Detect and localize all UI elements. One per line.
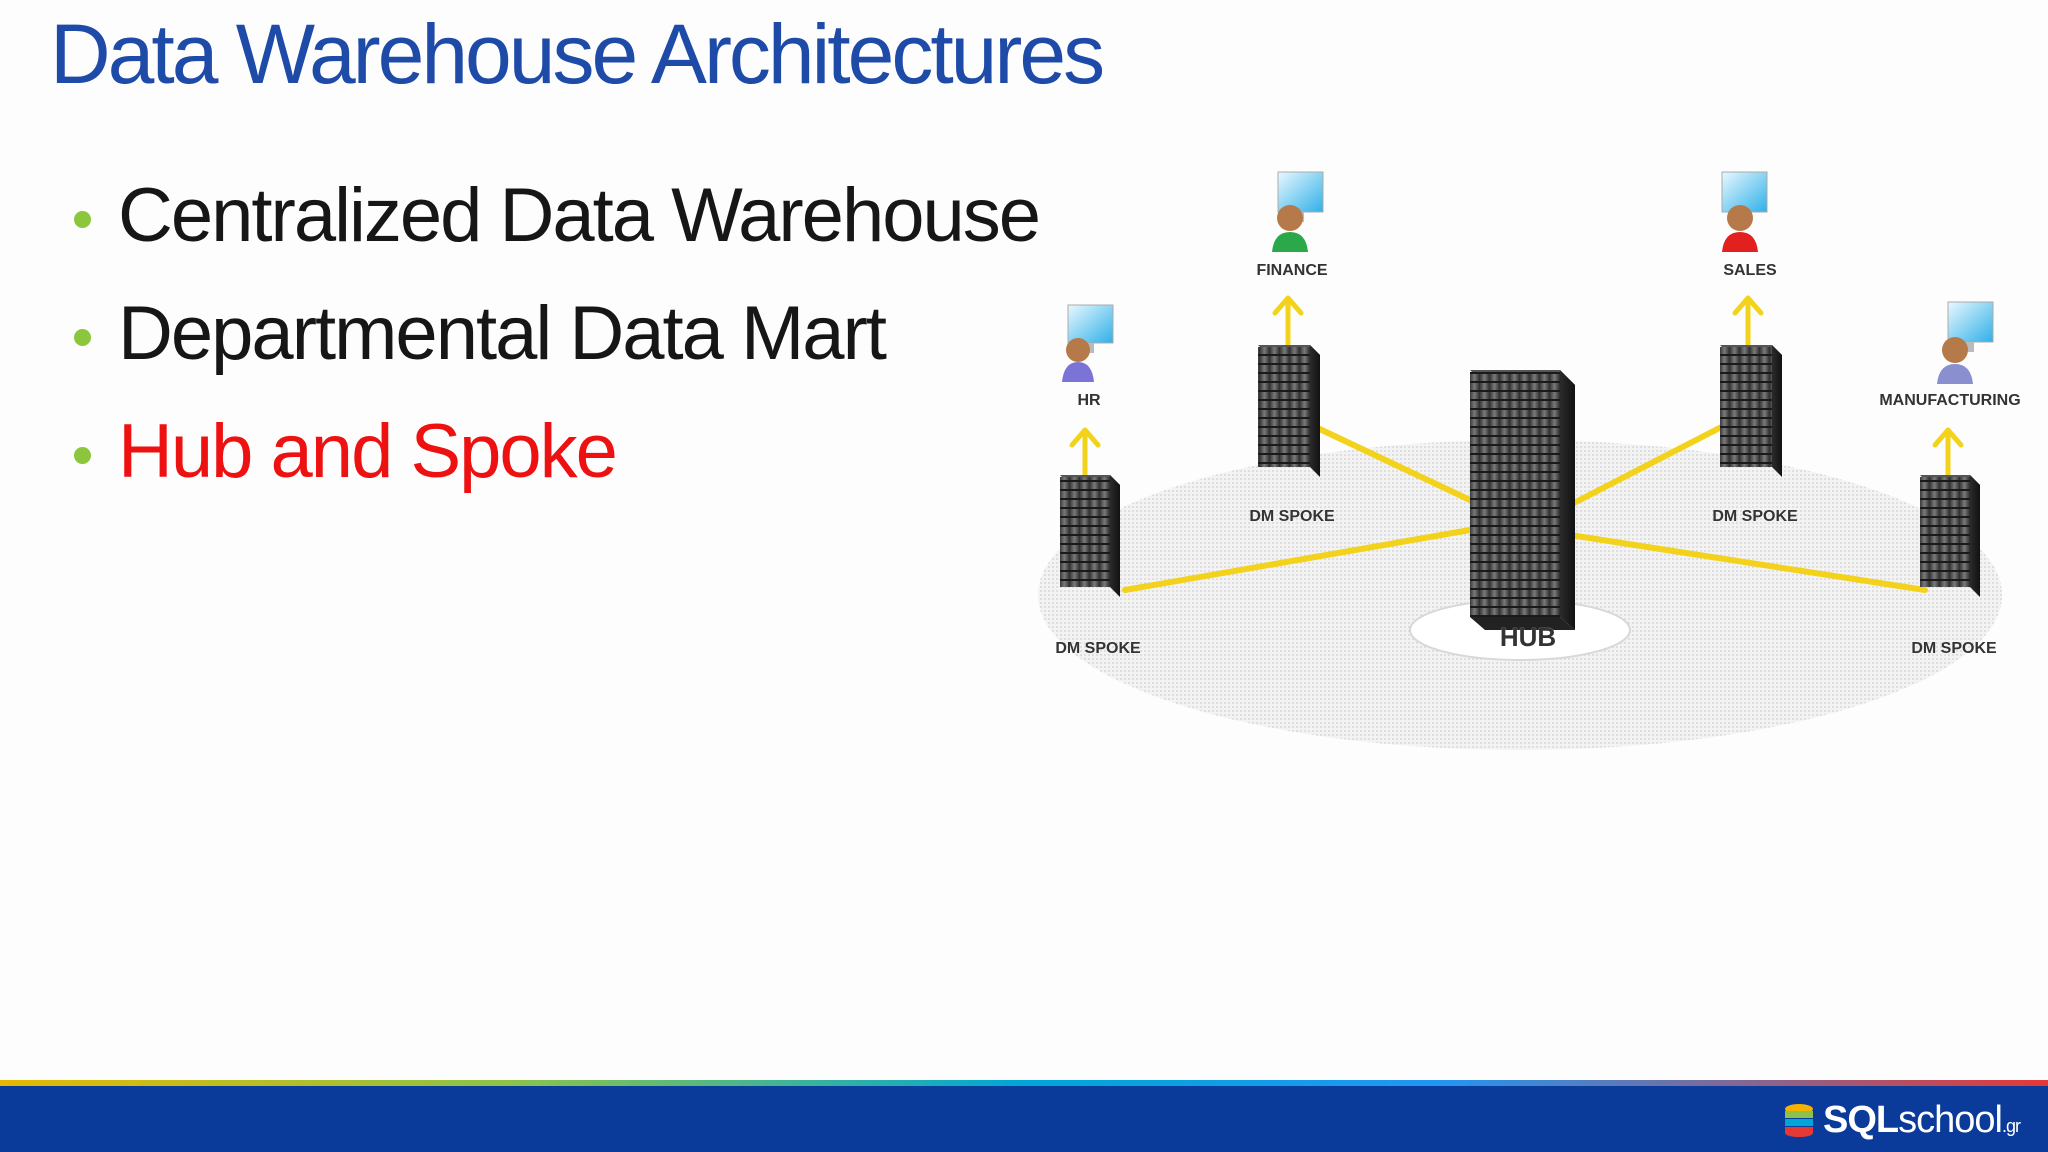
user-computer-icon-manufacturing [1937,301,1994,384]
spoke-label-hr: DM SPOKE [1055,640,1141,657]
logo-text: SQLschool.gr [1823,1098,2021,1141]
bullet-text: Hub and Spoke [118,409,618,494]
bullet-text: Departmental Data Mart [118,291,887,376]
bullet-dot-icon [74,211,91,228]
bullet-item-centralized: Centralized Data Warehouse [70,170,1041,288]
hub-server-icon [1470,370,1575,630]
bullet-item-departmental: Departmental Data Mart [70,288,1039,406]
bullet-item-hub-and-spoke: Hub and Spoke [70,406,1039,524]
spoke-server-icon-manufacturing [1920,475,1980,597]
bullet-list: Centralized Data Warehouse Departmental … [70,170,1041,524]
footer-bar: SQLschool.gr [0,1086,2048,1152]
bullet-dot-icon [74,329,91,346]
spoke-label-finance: DM SPOKE [1249,508,1335,525]
database-stack-icon [1785,1104,1814,1137]
sqlschool-logo: SQLschool.gr [1783,1098,2021,1142]
footer-color-stripe [0,1080,2048,1086]
spoke-label-manufacturing: DM SPOKE [1911,640,1997,657]
arrow-icons [1069,295,1964,478]
user-computer-icon-sales [1721,171,1768,252]
diagram-canvas [1038,171,2002,750]
hub-label: HUB [1499,622,1557,652]
spoke-server-icon-finance [1258,345,1320,477]
spoke-label-sales: DM SPOKE [1712,508,1798,525]
department-label-sales: SALES [1723,262,1777,279]
department-label-hr: HR [1077,392,1101,409]
bullet-text: Centralized Data Warehouse [118,173,1041,258]
department-label-finance: FINANCE [1256,262,1328,279]
user-computer-icon-hr [1062,304,1114,382]
spoke-server-icon-hr [1060,475,1120,597]
user-computer-icon-finance [1272,171,1324,252]
department-label-manufacturing: MANUFACTURING [1879,392,2021,409]
bullet-dot-icon [74,447,91,464]
spoke-server-icon-sales [1720,345,1782,477]
hub-and-spoke-diagram: HR FINANCE SALES MANUFACTURING DM SPOKE … [1000,150,2048,760]
slide-title: Data Warehouse Architectures [50,7,1105,101]
